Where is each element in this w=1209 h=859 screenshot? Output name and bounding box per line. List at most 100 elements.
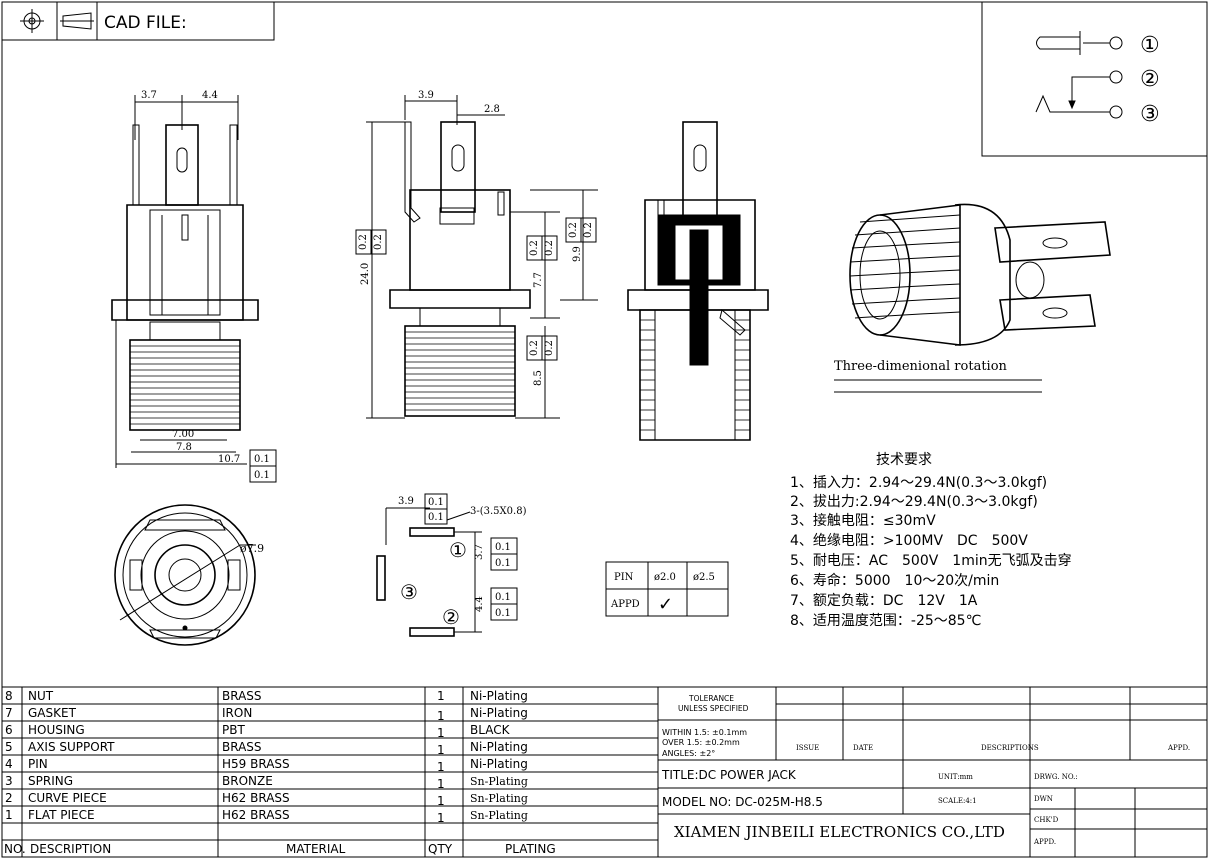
bom-header: NO. DESCRIPTION MATERIAL QTY PLATING (4, 842, 556, 856)
pin-table-d25: ø2.5 (693, 572, 715, 583)
tb-title: TITLE:DC POWER JACK (661, 768, 797, 782)
pin-table-check: ✓ (658, 594, 673, 615)
side-tol-99-2: 0.2 (583, 222, 594, 238)
bom-row-8-col-4: Ni-Plating (470, 689, 528, 703)
three-d-view: Three-dimenional rotation (834, 203, 1111, 393)
pin-table-appd: APPD (610, 599, 640, 610)
projection-cone-icon (60, 12, 94, 30)
pin-label-2: ② (442, 605, 460, 629)
bom-header-plating: PLATING (505, 842, 556, 856)
pin-layout: 3.9 0.1 0.1 3-(3.5X0.8) ① ③ ② 3.7 0.1 0.… (376, 493, 527, 637)
bom-header-no: NO. (4, 842, 26, 856)
pin-label-3: ③ (400, 580, 418, 604)
tech-item-5: 5、耐电压：AC 500V 1min无飞弧及击穿 (790, 553, 1072, 569)
pin-dim-3-7: 3.7 (474, 544, 485, 560)
bom-row-3-col-4: Sn-Plating (470, 775, 528, 788)
front-dim-7-00: 7.00 (172, 429, 194, 440)
rotation-caption: Three-dimenional rotation (834, 359, 1008, 374)
bom-row-6-col-2: PBT (222, 723, 245, 737)
end-view: ø7.9 (114, 504, 264, 646)
pin-table-pin: PIN (614, 572, 634, 583)
tb-appd2: APPD. (1033, 838, 1056, 846)
side-tol-77-2: 0.2 (544, 240, 555, 256)
pin-tol-39-2: 0.1 (428, 512, 444, 523)
bom-row-2-col-4: Sn-Plating (470, 792, 528, 805)
front-tol-2: 0.1 (254, 470, 270, 481)
pin-slot-note: 3-(3.5X0.8) (470, 506, 527, 517)
side-dim-2-8: 2.8 (484, 104, 500, 115)
title-block: TOLERANCE UNLESS SPECIFIED WITHIN 1.5: ±… (658, 687, 1207, 857)
circuit-schematic: ① ② ③ (981, 1, 1208, 157)
bom-row-4-col-4: Ni-Plating (470, 757, 528, 771)
pin-tol-39-1: 0.1 (428, 497, 444, 508)
circuit-pin-3: ③ (1140, 102, 1160, 127)
side-dim-24: 24.0 (360, 263, 371, 285)
side-dim-9-9: 9.9 (572, 246, 583, 262)
bom-row-5-col-2: BRASS (222, 740, 262, 754)
bom-row-1-col-3: 1 (437, 811, 445, 825)
front-dim-3-7: 3.7 (141, 90, 157, 101)
bom-row-3-col-1: SPRING (28, 774, 73, 788)
side-dim-8-5: 8.5 (533, 370, 544, 386)
bom-row-7-col-3: 1 (437, 709, 445, 723)
circuit-pin-1: ① (1140, 33, 1160, 58)
cad-file-label: CAD FILE: (104, 13, 187, 33)
tb-company: XIAMEN JINBEILI ELECTRONICS CO.,LTD (674, 823, 1005, 841)
bom-row-3-col-0: 3 (5, 774, 13, 788)
bom-row-6-col-4: BLACK (470, 723, 511, 737)
bom-row-7-col-1: GASKET (28, 706, 77, 720)
bom-row-2-col-2: H62 BRASS (222, 791, 290, 805)
bom-row-4-col-0: 4 (5, 757, 13, 771)
side-tol-77-1: 0.2 (529, 240, 540, 256)
bom-row-1-col-1: FLAT PIECE (28, 808, 95, 822)
tb-descriptions: DESCRIPTIONS (981, 744, 1039, 752)
pin-table-d20: ø2.0 (654, 572, 676, 583)
end-diameter: ø7.9 (240, 542, 264, 555)
front-tol-1: 0.1 (254, 454, 270, 465)
tech-item-2: 2、拔出力:2.94～29.4N(0.3～3.0kgf) (790, 494, 1038, 510)
front-view: 3.7 4.4 7.00 7.8 10. (111, 90, 277, 483)
tb-dwn: DWN (1034, 795, 1053, 803)
side-tol-85-2: 0.2 (544, 340, 555, 356)
tech-item-4: 4、绝缘电阻：>100MV DC 500V (790, 533, 1028, 549)
cad-header: CAD FILE: (1, 1, 275, 41)
side-tol-85-1: 0.2 (529, 340, 540, 356)
tech-item-1: 1、插入力：2.94～29.4N(0.3～3.0kgf) (790, 475, 1047, 491)
bom-row-4-col-1: PIN (28, 757, 48, 771)
bom-row-8-col-1: NUT (28, 689, 54, 703)
side-tol-left-1: 0.2 (358, 234, 369, 250)
side-threads (405, 331, 515, 411)
section-view (627, 121, 769, 441)
bom-row-6-col-3: 1 (437, 726, 445, 740)
front-threads (130, 345, 240, 425)
tb-chkd: CHK'D (1034, 816, 1059, 824)
pin-table: PIN ø2.0 ø2.5 APPD ✓ (605, 561, 729, 617)
tb-tolerance: TOLERANCE (688, 694, 734, 703)
tech-title: 技术要求 (876, 452, 932, 468)
pin-label-1: ① (449, 538, 467, 562)
tech-item-6: 6、寿命：5000 10～20次/min (790, 572, 999, 589)
circuit-pin-2: ② (1140, 67, 1160, 92)
bom-row-5-col-3: 1 (437, 743, 445, 757)
side-tol-99-1: 0.2 (568, 222, 579, 238)
tb-unit: UNIT:mm (938, 773, 973, 781)
side-view: 3.9 2.8 24.0 0.2 0.2 (355, 90, 598, 419)
projection-circle-icon (20, 9, 44, 33)
bom-header-material: MATERIAL (286, 842, 346, 856)
bom-row-4-col-3: 1 (437, 760, 445, 774)
bom-row-6-col-0: 6 (5, 723, 13, 737)
front-dim-10-7: 10.7 (218, 454, 240, 465)
tech-item-7: 7、额定负载：DC 12V 1A (790, 593, 978, 609)
tb-unless: UNLESS SPECIFIED (678, 704, 749, 713)
pin-dim-4-4: 4.4 (474, 596, 485, 612)
tb-appd: APPD. (1167, 744, 1190, 752)
bom-row-4-col-2: H59 BRASS (222, 757, 290, 771)
front-dim-7-8: 7.8 (176, 442, 192, 453)
tb-over: OVER 1.5: ±0.2mm (662, 738, 740, 747)
bom-row-8-col-3: 1 (437, 689, 445, 703)
bom-header-qty: QTY (428, 842, 453, 856)
side-dim-7-7: 7.7 (533, 272, 544, 288)
pin-tol-44-1: 0.1 (495, 592, 511, 603)
bom-row-8-col-0: 8 (5, 689, 13, 703)
